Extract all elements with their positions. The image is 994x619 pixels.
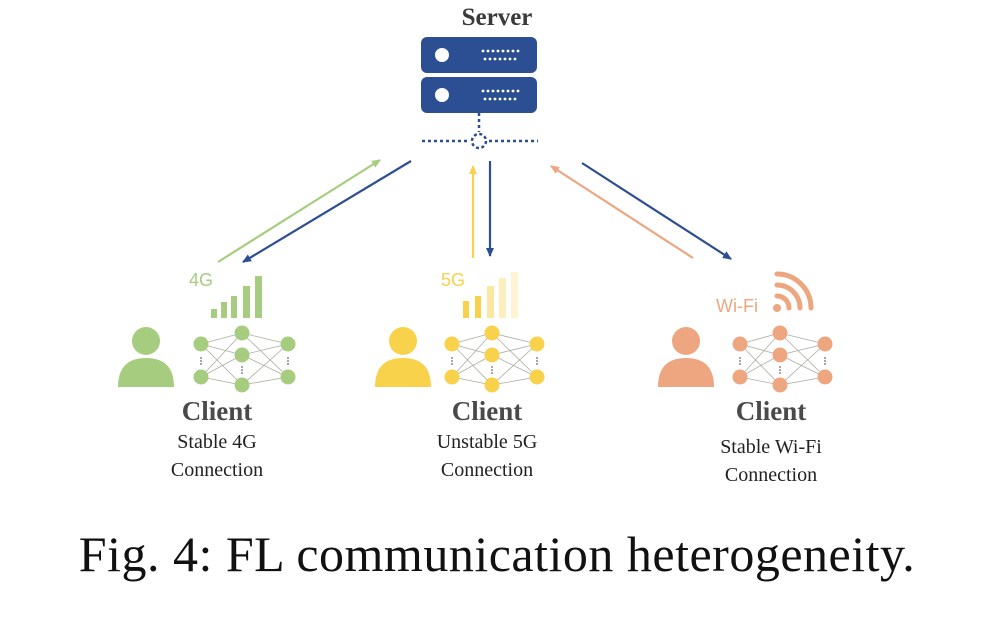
client-desc-line2-5g: Connection <box>440 459 534 481</box>
uplink-arrow-4g <box>217 159 381 263</box>
client-title-4g: Client <box>181 396 253 426</box>
client-desc-line2-4g: Connection <box>170 459 264 481</box>
client-title-wifi: Client <box>735 396 807 426</box>
client-desc-line2-wifi: Connection <box>724 464 818 486</box>
client-desc-line1-wifi: Stable Wi-Fi <box>720 436 822 458</box>
network-label-5g: 5G <box>441 270 466 290</box>
neural-network-icon-5g <box>444 325 545 393</box>
person-icon-5g <box>375 327 431 387</box>
neural-network-icon-wifi <box>732 325 833 393</box>
neural-network-icon-4g <box>193 325 296 393</box>
server-title: Server <box>461 4 533 31</box>
person-icon-4g <box>118 327 174 387</box>
client-desc-line1-4g: Stable 4G <box>177 431 257 453</box>
uplink-arrow-wifi <box>550 165 694 259</box>
person-icon-wifi <box>658 327 714 387</box>
signal-bars-4g-icon <box>211 276 262 318</box>
client-title-5g: Client <box>451 396 523 426</box>
wifi-icon <box>773 271 814 312</box>
signal-bars-5g-icon <box>463 272 518 318</box>
downlink-arrow-wifi <box>581 162 732 260</box>
figure-caption: Fig. 4: FL communication heterogeneity. <box>78 526 916 582</box>
network-label-4g: 4G <box>189 270 214 290</box>
downlink-arrow-4g <box>242 160 412 263</box>
network-label-wifi: Wi-Fi <box>716 296 758 316</box>
server-icon <box>421 37 538 150</box>
client-desc-line1-5g: Unstable 5G <box>436 431 538 453</box>
